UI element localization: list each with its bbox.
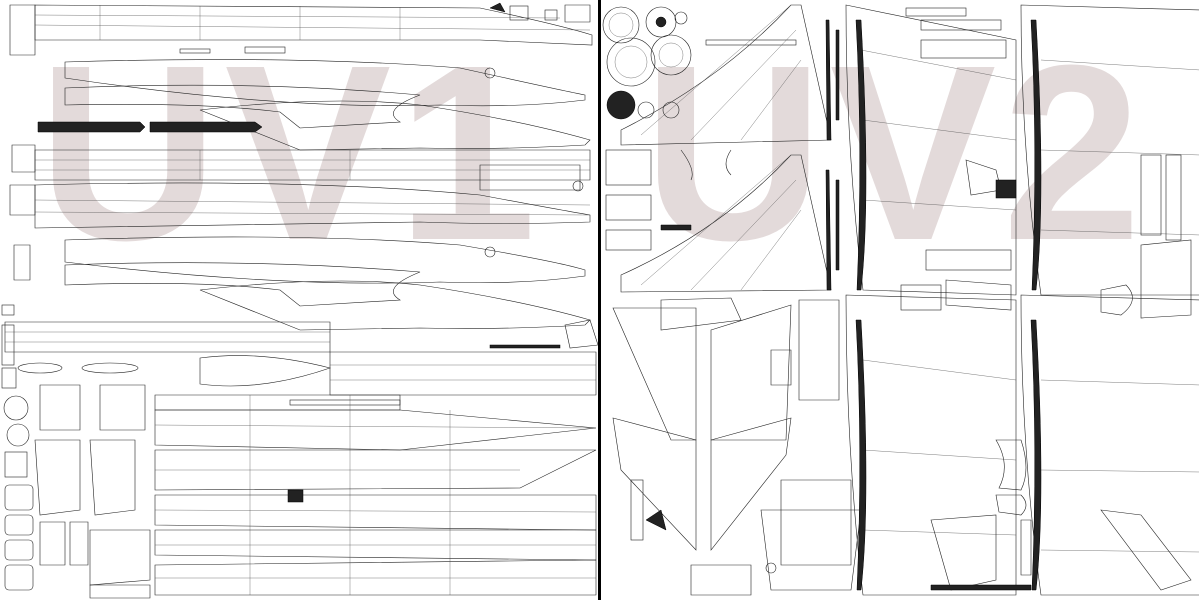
uv-sheet-2: UV2 [601,0,1199,600]
uv2-small-parts [605,7,1192,596]
uv1-wireframe-layout [1,2,598,599]
uv2-tail-panels [612,299,840,551]
uv1-fuselage-panels [4,4,597,599]
sheet-divider [598,0,601,600]
uv2-wing-panels [620,4,1199,596]
uv2-wheel-parts [602,6,692,120]
uv-sheet-1: UV1 [0,0,598,600]
uv1-interior-gridlines [5,5,597,595]
uv2-wireframe-layout [602,4,1199,596]
uv1-small-parts [1,2,598,591]
